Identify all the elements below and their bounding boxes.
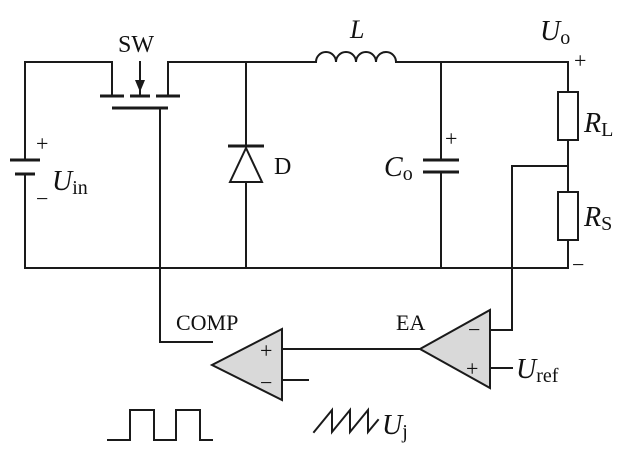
comparator-label: COMP xyxy=(176,310,238,335)
capacitor-plus-sign: + xyxy=(445,126,457,151)
capacitor-label: Co xyxy=(384,152,413,185)
ramp-waveform xyxy=(312,407,380,435)
diode xyxy=(228,61,264,269)
load-resistor-label: RL xyxy=(583,108,613,141)
ea-plus-sign: + xyxy=(466,356,478,381)
reference-voltage-label: Uref xyxy=(516,354,559,387)
input-voltage-label: Uin xyxy=(52,166,88,199)
comparator xyxy=(209,327,309,402)
input-plus-sign: + xyxy=(36,131,48,156)
mosfet-switch xyxy=(100,61,213,343)
inductor xyxy=(314,51,398,64)
switch-label: SW xyxy=(118,32,154,58)
output-plus-sign: + xyxy=(574,48,586,73)
input-minus-sign: − xyxy=(36,186,48,211)
load-resistor xyxy=(557,61,579,193)
ramp-voltage-label: Uj xyxy=(382,410,408,443)
pwm-waveform xyxy=(107,409,213,441)
error-amplifier-label: EA xyxy=(396,310,425,335)
error-amplifier xyxy=(417,308,513,390)
inductor-label: L xyxy=(349,15,364,44)
output-minus-sign: − xyxy=(572,252,584,277)
output-capacitor xyxy=(423,61,459,269)
comp-minus-sign: − xyxy=(260,370,272,395)
output-voltage-label: Uo xyxy=(540,16,570,49)
sense-resistor xyxy=(557,191,579,269)
sense-resistor-label: RS xyxy=(583,202,612,235)
input-source xyxy=(10,61,40,269)
comp-plus-sign: + xyxy=(260,338,272,363)
diode-label: D xyxy=(274,154,291,180)
ea-minus-sign: − xyxy=(468,317,480,342)
feedback-wire xyxy=(489,165,569,331)
